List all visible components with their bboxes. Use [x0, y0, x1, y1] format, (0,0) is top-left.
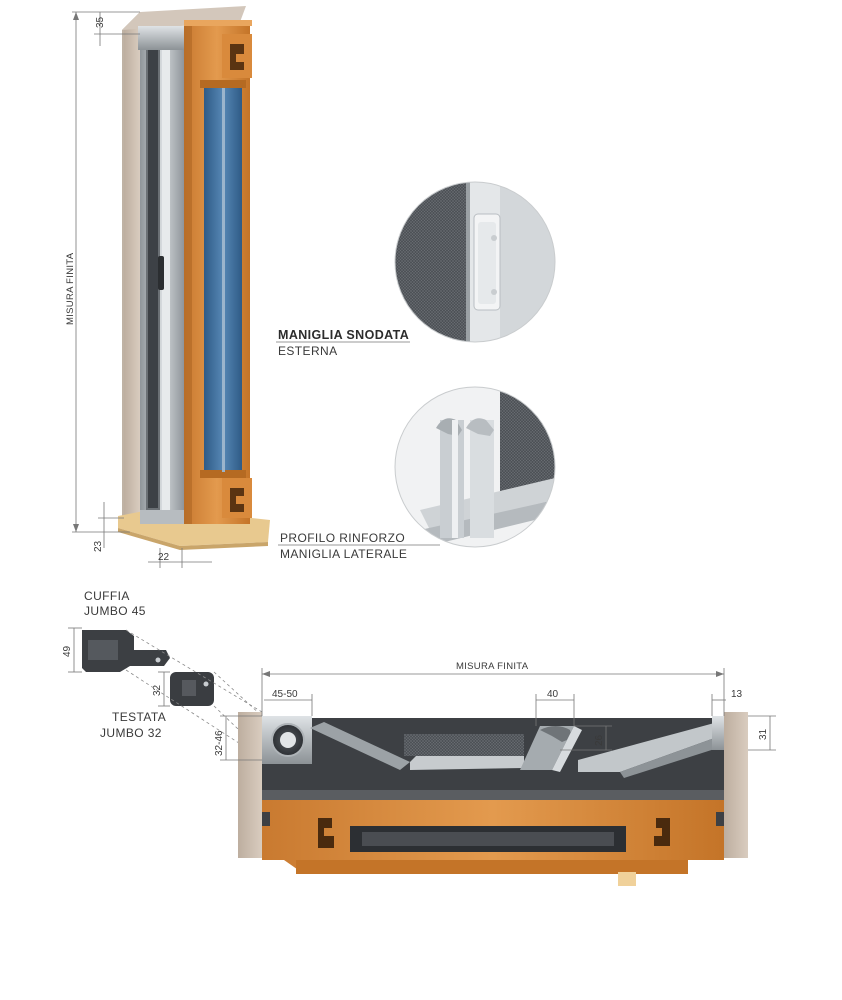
projection-line-1	[125, 629, 263, 713]
screen-handle	[158, 256, 164, 290]
cuffia-label-line1: CUFFIA	[84, 589, 130, 603]
right-guide	[712, 716, 724, 750]
width-label: MISURA FINITA	[456, 661, 529, 672]
testata-label-line1: TESTATA	[112, 710, 166, 724]
screen-guide	[162, 40, 170, 518]
handle-callout-subtitle: ESTERNA	[278, 344, 337, 358]
wall-left	[238, 712, 262, 858]
cuffia-label-line2: JUMBO 45	[84, 604, 146, 618]
cuffia-component: CUFFIA JUMBO 45 49	[62, 589, 170, 673]
sill-edge	[118, 528, 268, 550]
right-dim-label: 13	[731, 689, 743, 700]
testata-label-line2: JUMBO 32	[100, 726, 162, 740]
profile-detail	[394, 386, 556, 548]
handle-dim-label: 40	[547, 689, 559, 700]
mesh-section-right	[578, 722, 720, 772]
cuffia-dim-label: 49	[62, 645, 73, 657]
vertical-window-view: MISURA FINITA 35 23 22	[65, 6, 270, 568]
box-dim-label: 45-50	[272, 689, 298, 700]
wood-left-groove	[318, 818, 334, 848]
screen-bottom-guide	[140, 510, 186, 524]
profile-callout: PROFILO RINFORZO MANIGLIA LATERALE	[278, 531, 440, 561]
height-arrow-top	[73, 12, 79, 20]
wood-top-groove	[230, 44, 244, 70]
screen-top-box	[138, 26, 188, 50]
profile-callout-title: PROFILO RINFORZO	[280, 531, 405, 545]
horizontal-section-view: MISURA FINITA 45-50 40 13 32-46 26 31	[214, 661, 776, 886]
wood-top-profile	[222, 34, 252, 78]
profile-callout-subtitle: MANIGLIA LATERALE	[280, 547, 407, 561]
mesh-section-left	[310, 722, 410, 770]
opening-dim-label: 32-46	[214, 730, 225, 756]
side-dim-label: 22	[158, 552, 170, 563]
wood-frame-shade	[184, 22, 192, 524]
testata-component: 32 TESTATA JUMBO 32	[100, 671, 214, 740]
handle-height-dim-label: 26	[594, 734, 605, 746]
handle-callout-title: MANIGLIA SNODATA	[278, 328, 409, 342]
glass-bead-bottom	[200, 470, 246, 478]
projection-line-3	[213, 671, 263, 717]
mesh-surface	[404, 734, 524, 756]
handle-callout: MANIGLIA SNODATA ESTERNA	[276, 328, 410, 358]
bottom-dim-label: 23	[93, 540, 104, 552]
wood-section-shade	[296, 860, 688, 874]
handle-detail	[394, 181, 556, 343]
glass-bead	[200, 80, 246, 88]
right-height-dim-label: 31	[758, 728, 769, 740]
wall-right	[724, 712, 748, 858]
glass-spacer	[222, 88, 225, 472]
wood-top-cap	[184, 20, 252, 26]
screen-mesh	[148, 48, 158, 508]
wall-top	[122, 6, 246, 30]
wood-bottom-groove	[230, 488, 244, 512]
top-dim-label: 35	[95, 16, 106, 28]
wall-front	[124, 28, 140, 518]
wood-right-groove	[654, 818, 670, 846]
height-arrow-bottom	[73, 524, 79, 532]
height-label: MISURA FINITA	[65, 252, 76, 325]
